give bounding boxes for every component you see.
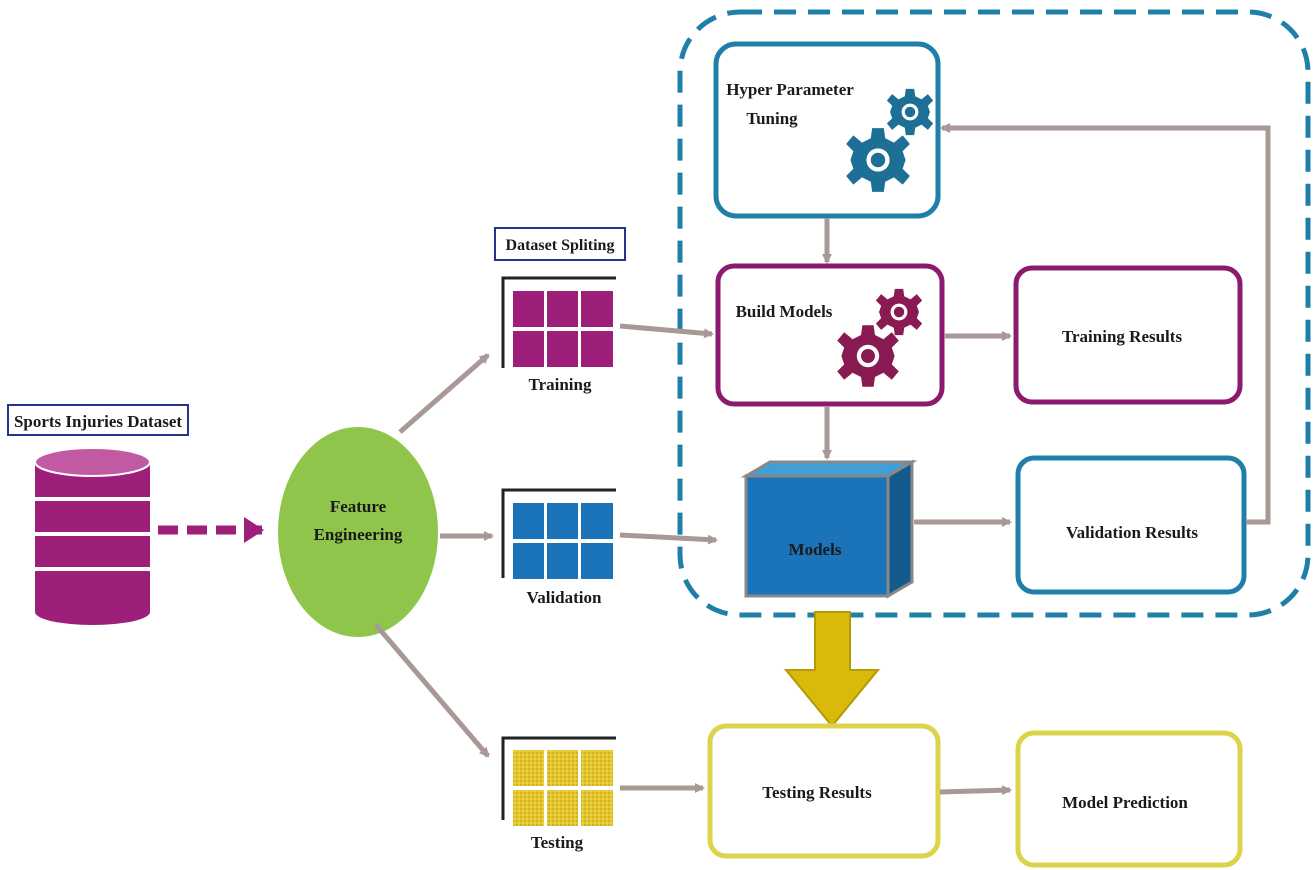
- training-results-label: Training Results: [1062, 327, 1183, 346]
- validation-label: Validation: [527, 588, 603, 607]
- table-grid-icon: [501, 276, 616, 368]
- splitting-label-box: Dataset Spliting: [494, 227, 626, 261]
- testing-results-node: Testing Results: [707, 723, 941, 859]
- feature-label-line1: Feature: [330, 497, 387, 516]
- database-icon: [34, 447, 151, 625]
- training-label: Training: [529, 375, 592, 394]
- training-results-node: Training Results: [1013, 265, 1243, 405]
- feedback-loop-arrow: [940, 123, 1271, 525]
- testing-label: Testing: [531, 833, 584, 852]
- feature-to-testing-arrow: [374, 623, 490, 758]
- training-to-build-arrow: [619, 323, 714, 339]
- table-grid-icon: [501, 488, 616, 579]
- validation-to-models-arrow: [619, 532, 718, 545]
- table-grid-icon: [501, 736, 616, 826]
- validation-results-label: Validation Results: [1066, 523, 1198, 542]
- hyper-label-line1: Hyper Parameter: [726, 80, 854, 99]
- validation-results-node: Validation Results: [1015, 455, 1247, 595]
- build-models-node: Build Models: [715, 263, 945, 407]
- cube-icon: [740, 459, 918, 599]
- dataset-label-box: Sports Injuries Dataset: [7, 404, 189, 436]
- hyper-parameter-node: Hyper Parameter Tuning: [713, 41, 941, 219]
- feature-label-line2: Engineering: [314, 525, 403, 544]
- testing-to-prediction-arrow: [939, 785, 1012, 796]
- feature-engineering-node: Feature Engineering: [278, 427, 438, 637]
- testing-results-label: Testing Results: [762, 783, 872, 802]
- splitting-label: Dataset Spliting: [506, 237, 615, 254]
- gears-icon: [846, 88, 934, 192]
- gears-icon: [837, 288, 923, 387]
- models-label: Models: [789, 540, 842, 559]
- dataset-label: Sports Injuries Dataset: [14, 412, 182, 431]
- hyper-label-line2: Tuning: [746, 109, 798, 128]
- model-prediction-node: Model Prediction: [1015, 730, 1243, 868]
- build-models-label: Build Models: [736, 302, 833, 321]
- feature-to-training-arrow: [398, 353, 490, 434]
- models-to-testing-arrow: [783, 611, 881, 728]
- model-prediction-label: Model Prediction: [1062, 793, 1188, 812]
- tuning-region: [677, 9, 1311, 618]
